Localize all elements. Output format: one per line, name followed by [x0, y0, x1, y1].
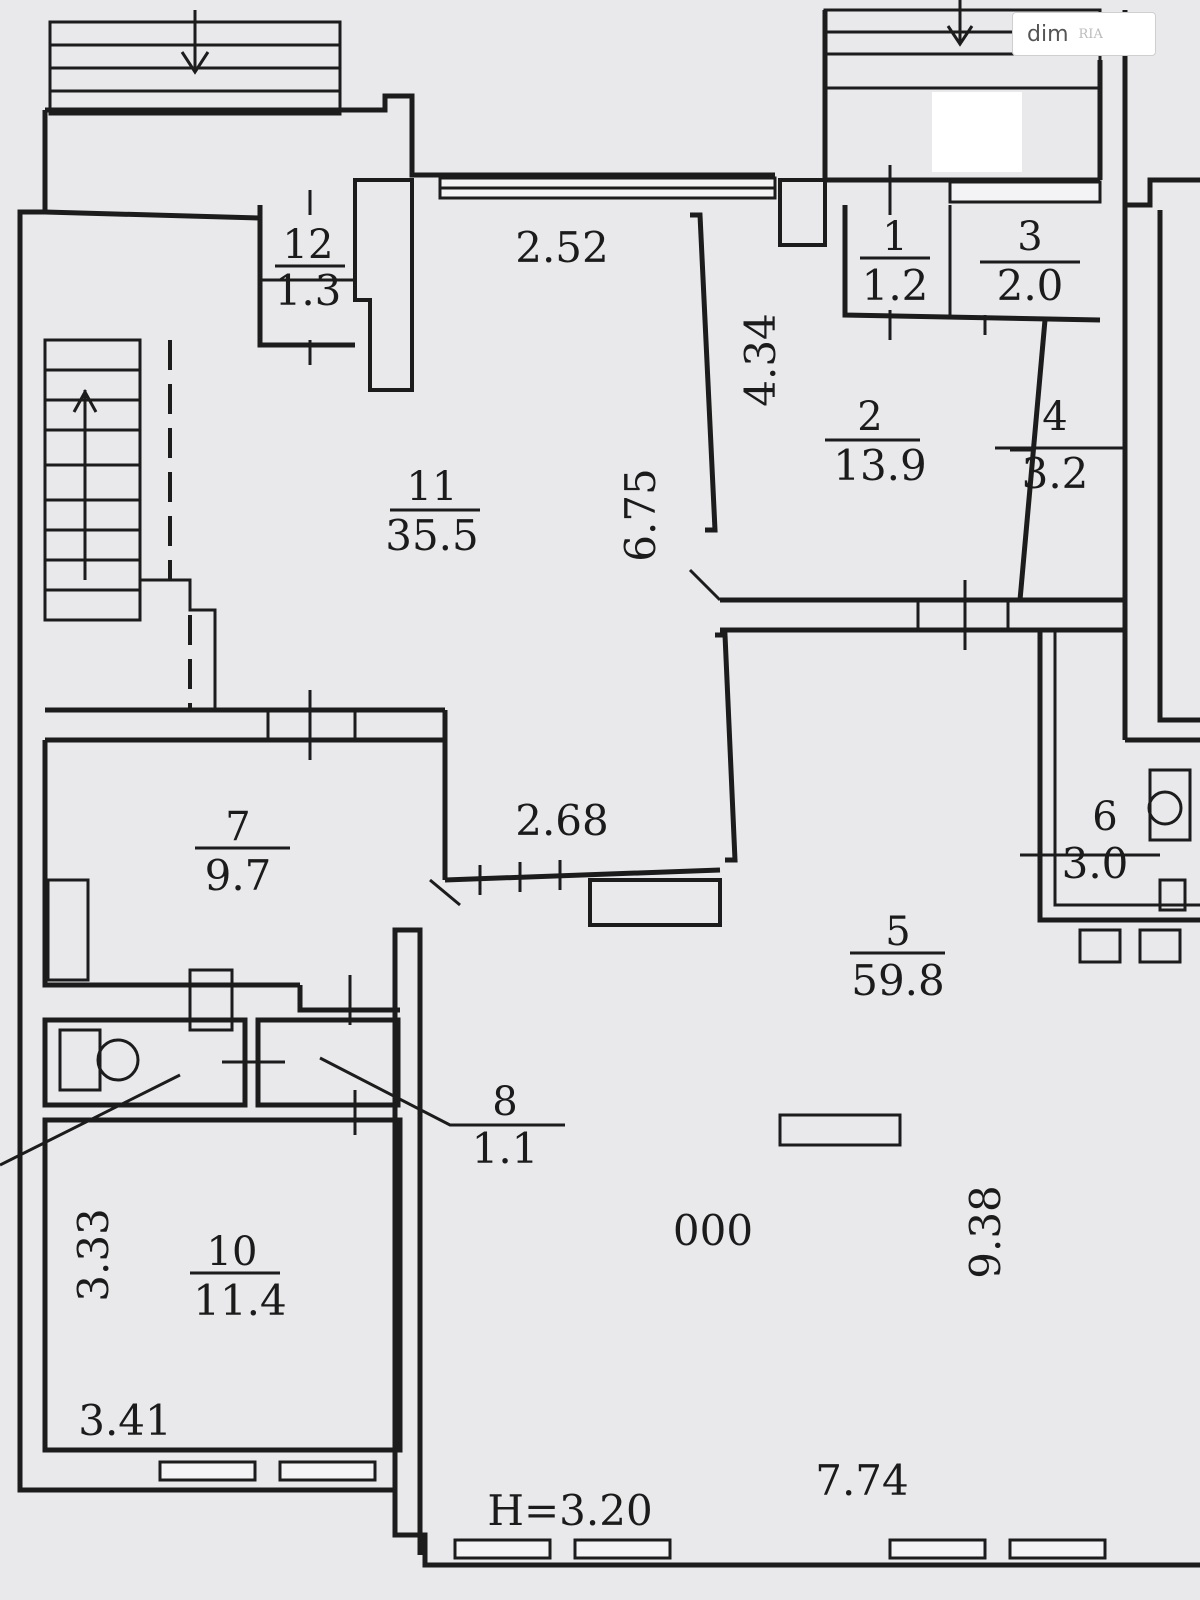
room-2-number: 2: [857, 394, 882, 440]
dimension-9-38: 9.38: [961, 1185, 1010, 1279]
room-12-area: 1.3: [275, 266, 342, 315]
room-8-number: 8: [492, 1079, 517, 1125]
watermark-logo: RIA: [1078, 26, 1103, 42]
room-2-area: 13.9: [833, 441, 927, 490]
room-8-area: 1.1: [472, 1124, 539, 1173]
room-label-2: 2 13.9: [825, 394, 927, 490]
ceiling-height: H=3.20: [487, 1486, 652, 1535]
room-12-number: 12: [283, 222, 334, 268]
room-5-area: 59.8: [851, 956, 945, 1005]
partition-11-2: [429, 212, 738, 907]
dimension-labels: 2.52 4.34 6.75 2.68 3.33 3.41 9.38 7.74 …: [69, 223, 1010, 1535]
dimension-3-33: 3.33: [69, 1208, 118, 1302]
island-marker: [778, 1113, 902, 1147]
room-label-4: 4 3.2: [995, 394, 1125, 498]
room-10-walls: [42, 1117, 403, 1453]
room-10-number: 10: [207, 1229, 258, 1275]
dimension-7-74: 7.74: [815, 1456, 909, 1505]
room-12-walls: [257, 190, 355, 365]
room-label-12: 12 1.3: [275, 222, 345, 315]
watermark: dim RIA: [1012, 12, 1156, 56]
rooms-2-4-walls: [720, 319, 1125, 650]
exterior-walls: [17, 10, 1200, 1568]
room-7-number: 7: [225, 804, 250, 850]
room-label-1: 1 1.2: [860, 214, 930, 310]
dimension-3-41: 3.41: [78, 1396, 172, 1445]
room-1-area: 1.2: [862, 261, 929, 310]
room-labels: 12 1.3 1 1.2 3 2.0 2 13.9 4 3.2 11 35.5: [190, 214, 1128, 1325]
dimension-6-75: 6.75: [616, 468, 665, 562]
room-label-10: 10 11.4: [190, 1229, 287, 1325]
watermark-text: dim: [1027, 21, 1069, 47]
room-label-7: 7 9.7: [195, 804, 290, 900]
room-11-number: 11: [407, 464, 458, 510]
room-7-walls: [42, 740, 400, 1032]
room-4-area: 3.2: [1022, 449, 1089, 498]
stairs-top-left: [48, 10, 342, 116]
room-8-walls: [0, 1017, 565, 1167]
room-6-walls: [1020, 630, 1200, 964]
room-label-3: 3 2.0: [980, 214, 1080, 310]
stairs-left: [43, 338, 217, 710]
room-label-5: 5 59.8: [850, 909, 945, 1005]
room-3-number: 3: [1017, 214, 1042, 260]
room-7-area: 9.7: [205, 851, 272, 900]
room-6-area: 3.0: [1062, 839, 1129, 888]
room-3-area: 2.0: [997, 261, 1064, 310]
room-1-number: 1: [882, 214, 907, 260]
dimension-4-34: 4.34: [736, 313, 785, 407]
room-4-number: 4: [1042, 394, 1067, 440]
columns: [353, 178, 827, 927]
room-5-number: 5: [885, 909, 910, 955]
marker-text: 000: [673, 1206, 753, 1255]
room-11-area: 35.5: [385, 511, 479, 560]
room-label-8: 8 1.1: [472, 1079, 539, 1173]
partition-11-7: [45, 690, 448, 880]
dimension-2-52: 2.52: [515, 223, 609, 272]
room-6-number: 6: [1092, 794, 1117, 840]
room-label-6: 6 3.0: [1062, 794, 1129, 888]
dimension-2-68: 2.68: [515, 796, 609, 845]
room-label-11: 11 35.5: [385, 464, 480, 560]
room-10-area: 11.4: [193, 1276, 287, 1325]
rooms-1-3-walls: [842, 165, 1101, 340]
